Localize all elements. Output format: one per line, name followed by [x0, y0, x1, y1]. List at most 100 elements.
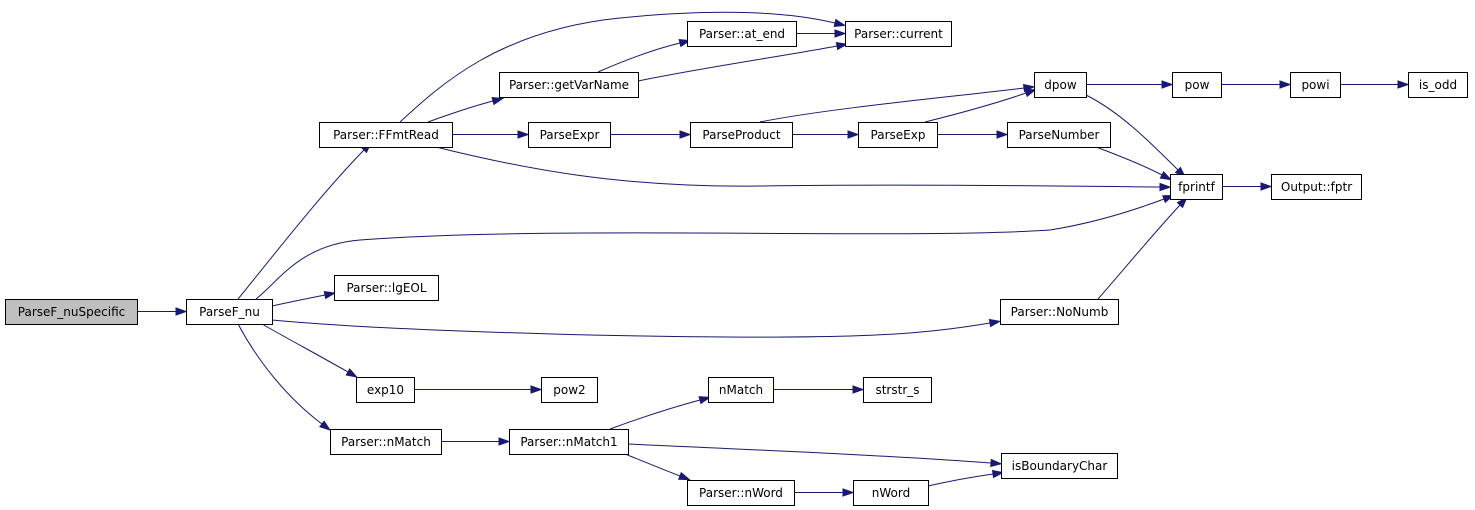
- node-box: [330, 429, 442, 455]
- node-box: [319, 122, 453, 148]
- edge-parseexp-to-dpow: [924, 89, 1037, 123]
- edge-parsef_nu-to-lgeol: [271, 290, 337, 307]
- edge-pow-to-powi-arrowhead: [1279, 80, 1292, 89]
- edge-nword-to-isboundarychar: [927, 469, 1005, 487]
- node-box: [690, 122, 793, 148]
- edge-parsef_nu-to-ffmtread-line: [237, 149, 365, 300]
- edge-nword-to-isboundarychar-arrowhead: [991, 469, 1005, 479]
- node-label: Parser::NoNumb: [1011, 305, 1109, 319]
- node-label: Parser::current: [854, 27, 943, 41]
- edge-parseproduct-to-parseexp-arrowhead: [847, 130, 860, 139]
- edge-exp10-to-pow2-arrowhead: [530, 385, 543, 394]
- node-box: [499, 72, 639, 98]
- node-powi[interactable]: powi: [1290, 72, 1341, 98]
- node-pow[interactable]: pow: [1172, 72, 1222, 98]
- node-nonumb[interactable]: Parser::NoNumb: [1000, 299, 1119, 325]
- node-isboundarychar[interactable]: isBoundaryChar: [1001, 453, 1118, 479]
- node-parseexpr[interactable]: ParseExpr: [528, 122, 611, 148]
- node-getvarname[interactable]: Parser::getVarName: [499, 72, 639, 98]
- edge-ffmtread-to-fprintf-arrowhead: [1159, 182, 1172, 192]
- node-parseproduct[interactable]: ParseProduct: [690, 122, 793, 148]
- edge-parseexp-to-parsenumber: [937, 130, 1009, 139]
- edge-parsef_nu-to-parser_nmatch-arrowhead: [319, 420, 332, 431]
- node-is-odd[interactable]: is_odd: [1408, 72, 1468, 98]
- node-nmatch[interactable]: nMatch: [708, 377, 774, 403]
- edge-parsef_nu-to-lgeol-line: [271, 294, 326, 307]
- edge-ffmtread-to-fprintf: [435, 146, 1172, 192]
- edge-nmatch1-to-nmatch-line: [609, 399, 701, 430]
- node-label: dpow: [1044, 78, 1077, 92]
- edge-parsef_nuspecific-to-parsef_nu: [137, 307, 188, 316]
- edge-exp10-to-pow2: [414, 385, 543, 394]
- node-label: Parser::FFmtRead: [333, 128, 439, 142]
- edge-powi-to-is_odd-arrowhead: [1397, 80, 1410, 89]
- node-nword[interactable]: nWord: [853, 480, 929, 506]
- edge-at_end-to-current: [796, 29, 847, 38]
- node-label: pow2: [553, 383, 585, 397]
- edges-layer: [137, 11, 1410, 497]
- node-parsef-nu[interactable]: ParseF_nu: [186, 299, 273, 325]
- node-parsef-nuspecific[interactable]: ParseF_nuSpecific: [5, 299, 138, 325]
- edge-nonumb-to-fprintf-line: [1097, 204, 1181, 300]
- node-parsenumber[interactable]: ParseNumber: [1007, 122, 1111, 148]
- node-box: [845, 21, 952, 47]
- node-label: isBoundaryChar: [1012, 459, 1108, 473]
- node-box: [1007, 122, 1111, 148]
- edge-nmatch1-to-isboundarychar-line: [627, 443, 992, 464]
- edge-nonumb-to-fprintf: [1097, 196, 1188, 300]
- node-strstr-s[interactable]: strstr_s: [863, 377, 932, 403]
- edge-parser_nmatch-to-nmatch1: [441, 437, 511, 446]
- edge-parsef_nu-to-nonumb-arrowhead: [988, 318, 1002, 328]
- edge-nmatch-to-strstr_s: [773, 385, 865, 394]
- edge-powi-to-is_odd: [1340, 80, 1410, 89]
- node-exp10[interactable]: exp10: [356, 377, 415, 403]
- node-box: [1408, 72, 1468, 98]
- node-nmatch1[interactable]: Parser::nMatch1: [509, 429, 629, 455]
- node-label: Parser::nWord: [699, 486, 783, 500]
- node-label: ParseProduct: [702, 128, 780, 142]
- node-label: nMatch: [719, 383, 763, 397]
- node-box: [708, 377, 774, 403]
- node-label: ParseF_nu: [199, 305, 260, 319]
- node-label: Parser::nMatch: [341, 435, 431, 449]
- edge-parser_nmatch-to-nmatch1-arrowhead: [498, 437, 511, 446]
- node-parseexp[interactable]: ParseExp: [858, 122, 938, 148]
- node-dpow[interactable]: dpow: [1034, 72, 1087, 98]
- edge-parsef_nu-to-exp10-line: [261, 323, 349, 373]
- node-lgeol[interactable]: Parser::lgEOL: [334, 275, 439, 301]
- node-fptr[interactable]: Output::fptr: [1271, 174, 1362, 200]
- node-label: ParseExpr: [540, 128, 600, 142]
- edge-parsef_nu-to-exp10-arrowhead: [345, 368, 359, 378]
- node-label: pow: [1185, 78, 1210, 92]
- edge-nmatch1-to-nmatch: [609, 396, 712, 430]
- node-pow2[interactable]: pow2: [541, 377, 598, 403]
- edge-parseexp-to-dpow-arrowhead: [1024, 89, 1037, 98]
- node-box: [1290, 72, 1341, 98]
- node-at-end[interactable]: Parser::at_end: [687, 21, 797, 47]
- edge-parser_nword-to-nword: [794, 488, 855, 497]
- node-label: is_odd: [1419, 78, 1457, 92]
- edge-parsenumber-to-fprintf: [1095, 146, 1173, 181]
- edge-parsenumber-to-fprintf-arrowhead: [1159, 171, 1173, 181]
- edge-dpow-to-fprintf-line: [1085, 94, 1179, 171]
- edge-nmatch1-to-isboundarychar: [627, 443, 1003, 468]
- edge-parsef_nu-to-fprintf-line: [255, 198, 1165, 300]
- edge-getvarname-to-current-arrowhead: [835, 41, 849, 51]
- edge-parseexp-to-dpow-line: [924, 92, 1027, 123]
- node-fprintf[interactable]: fprintf: [1170, 174, 1223, 200]
- edge-getvarname-to-current: [637, 41, 849, 82]
- edge-parseproduct-to-dpow-line: [759, 87, 1025, 123]
- edge-ffmtread-to-fprintf-line: [435, 146, 1161, 188]
- node-parser-nword[interactable]: Parser::nWord: [687, 480, 795, 506]
- edge-parsef_nu-to-nonumb-line: [271, 319, 991, 338]
- edge-parseexp-to-parsenumber-arrowhead: [996, 130, 1009, 139]
- node-ffmtread[interactable]: Parser::FFmtRead: [319, 122, 453, 148]
- edge-parsenumber-to-fprintf-line: [1095, 146, 1163, 176]
- edge-nmatch1-to-parser_nword-arrowhead: [678, 471, 691, 481]
- node-label: strstr_s: [875, 383, 919, 397]
- node-box: [687, 21, 797, 47]
- node-current[interactable]: Parser::current: [845, 21, 952, 47]
- node-parser-nmatch[interactable]: Parser::nMatch: [330, 429, 442, 455]
- node-box: [1000, 299, 1119, 325]
- edge-parsef_nu-to-exp10: [261, 323, 359, 378]
